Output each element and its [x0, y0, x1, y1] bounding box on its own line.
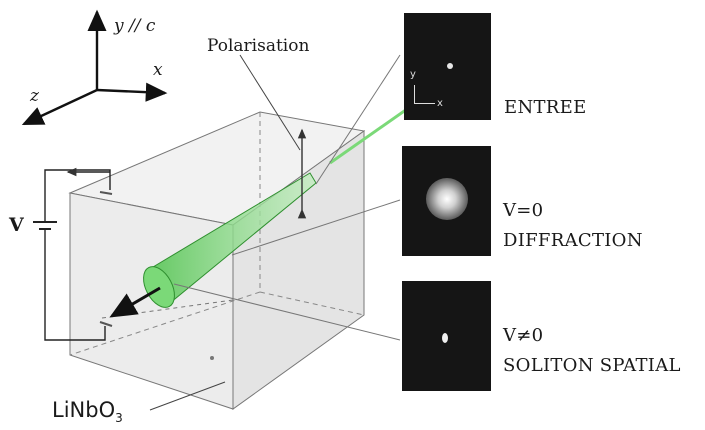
diffraction-spot [426, 178, 468, 220]
crystal-front-face [69, 192, 234, 410]
crystal-side-face [232, 130, 365, 410]
entree-axis-x: x [437, 98, 443, 109]
thumbnail-diffraction [402, 146, 491, 256]
panel-entree-label: ENTREE [504, 97, 587, 118]
polarisation-label: Polarisation [207, 36, 310, 56]
panel-soliton-line1: V≠0 [503, 325, 544, 346]
light-beam [109, 98, 421, 318]
thumbnail-entree: y x [404, 13, 491, 120]
y-axis-label: y // c [114, 16, 156, 36]
x-axis [96, 82, 168, 102]
output-arrow [109, 286, 161, 318]
voltage-circuit [33, 167, 111, 341]
crystal-label-sub: 3 [115, 411, 123, 426]
z-axis-label: z [30, 86, 39, 106]
entree-axis-y: y [410, 69, 416, 80]
soliton-spot [442, 333, 448, 343]
thumbnail-soliton [402, 281, 491, 391]
entree-axis-lines [414, 85, 435, 104]
x-axis-label: x [153, 60, 163, 80]
axes-group [21, 9, 168, 126]
polarisation-leader [239, 54, 301, 151]
entree-spot [447, 63, 453, 69]
panel-soliton-line2: SOLITON SPATIAL [503, 355, 681, 376]
crystal-label-main: LiNbO [52, 398, 116, 422]
panel-diffraction-line1: V=0 [503, 200, 544, 221]
panel-diffraction-line2: DIFFRACTION [503, 230, 643, 251]
z-axis [21, 88, 98, 126]
crystal [68, 111, 366, 410]
voltage-label: V [9, 214, 24, 236]
crystal-label: LiNbO3 [52, 398, 123, 425]
